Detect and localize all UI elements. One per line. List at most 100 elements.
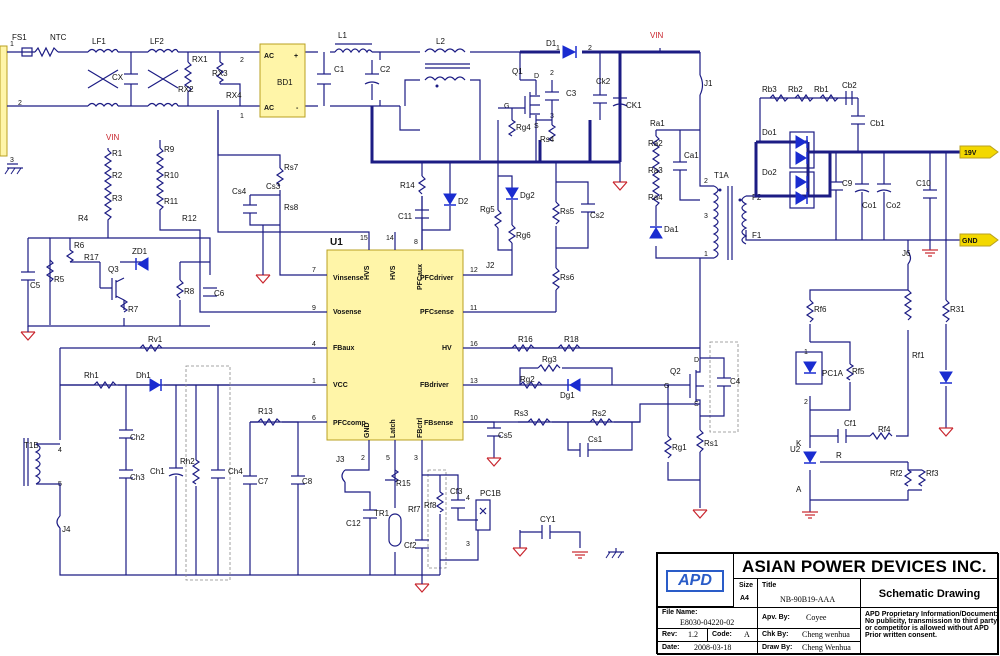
pin-num-9: 9 xyxy=(312,305,316,312)
label-da1: Da1 xyxy=(664,225,679,234)
label-rs7: Rs7 xyxy=(284,163,299,172)
label-d1: D1 xyxy=(546,39,557,48)
pin-hv: HV xyxy=(442,345,452,352)
bridge-bd1 xyxy=(259,43,306,118)
label-rs1: Rs1 xyxy=(704,439,719,448)
label-rf3: Rf3 xyxy=(926,469,939,478)
pin-t3: 3 xyxy=(704,213,708,220)
pin-fbaux: FBaux xyxy=(333,345,355,352)
label-rg3: Rg3 xyxy=(542,355,557,364)
draw-label: Draw By: xyxy=(762,644,793,651)
apv-value: Coyee xyxy=(806,613,827,622)
label-rg4: Rg4 xyxy=(516,123,531,132)
label-rg2: Rg2 xyxy=(520,375,535,384)
label-rs5: Rs5 xyxy=(560,207,575,216)
pin-q1s: S xyxy=(534,123,539,130)
label-r8: R8 xyxy=(184,287,195,296)
label-r6: R6 xyxy=(74,241,85,250)
label-r1: R1 xyxy=(112,149,123,158)
label-ck2: Ck2 xyxy=(596,77,611,86)
label-q1: Q1 xyxy=(512,67,523,76)
pin-pfcdriver: PFCdriver xyxy=(420,275,454,282)
label-fs1: FS1 xyxy=(12,33,27,42)
label-ch4: Ch4 xyxy=(228,467,243,476)
title-block: APD ASIAN POWER DEVICES INC. Size A4 Tit… xyxy=(656,552,999,655)
pin-num-13: 13 xyxy=(470,378,478,385)
pin-q1p2: 2 xyxy=(550,70,554,77)
label-c4: C4 xyxy=(730,377,741,386)
pin-q2d: D xyxy=(694,357,699,364)
label-lf2: LF2 xyxy=(150,37,164,46)
label-ch2: Ch2 xyxy=(130,433,145,442)
label-cs2: Cs2 xyxy=(590,211,605,220)
label-rf2: Rf2 xyxy=(890,469,903,478)
label-c5: C5 xyxy=(30,281,41,290)
label-u1: U1 xyxy=(330,237,343,248)
label-r18: R18 xyxy=(564,335,579,344)
code-cell: Code: A xyxy=(707,628,758,642)
label-c2: C2 xyxy=(380,65,391,74)
label-ra3: Ra3 xyxy=(648,166,663,175)
pin-num-15: 15 xyxy=(360,235,368,242)
pin-q1d: D xyxy=(534,73,539,80)
label-pc1a: PC1A xyxy=(822,369,844,378)
label-rf7: Rf7 xyxy=(408,505,421,514)
label-vin-left: VIN xyxy=(106,133,120,142)
rev-cell: Rev: 1.2 xyxy=(657,628,708,642)
label-cy1: CY1 xyxy=(540,515,556,524)
proprietary-line-3: or competitor is allowed without APD xyxy=(865,625,989,632)
label-r2: R2 xyxy=(112,171,123,180)
label-rs8: Rs8 xyxy=(284,203,299,212)
label-c3: C3 xyxy=(566,89,577,98)
pin-pfcsense: PFCsense xyxy=(420,309,454,316)
label-c9: C9 xyxy=(842,179,853,188)
pin-num-3: 3 xyxy=(414,455,418,462)
label-q2: Q2 xyxy=(670,367,681,376)
pin-t4: 4 xyxy=(58,447,62,454)
label-u2: U2 xyxy=(790,445,801,454)
label-rb3: Rb3 xyxy=(762,85,777,94)
pin-num-7: 7 xyxy=(312,267,316,274)
pin-num-6: 6 xyxy=(312,415,316,422)
pin-num-5: 5 xyxy=(386,455,390,462)
pin-fbctrl: FBctrl xyxy=(417,418,424,438)
label-bd1: BD1 xyxy=(277,78,293,87)
pin-tw2: 2 xyxy=(704,178,708,185)
label-ra4: Ra4 xyxy=(648,193,663,202)
label-cb1: Cb1 xyxy=(870,119,885,128)
pin-num-10: 10 xyxy=(470,415,478,422)
date-cell: Date: 2008-03-18 xyxy=(657,641,758,655)
apv-cell: Apv. By: Coyee xyxy=(757,607,861,629)
label-vin-top: VIN xyxy=(650,31,664,40)
pin-num-12: 12 xyxy=(470,267,478,274)
label-r10: R10 xyxy=(164,171,179,180)
ic-u1 xyxy=(326,249,464,441)
pin-tw1: 1 xyxy=(704,251,708,258)
label-j1: J1 xyxy=(704,79,713,88)
pin-d1b: 2 xyxy=(588,45,592,52)
apd-logo: APD xyxy=(666,570,724,592)
label-lf1: LF1 xyxy=(92,37,106,46)
pin-bdp2: 2 xyxy=(240,57,244,64)
label-do2: Do2 xyxy=(762,168,777,177)
label-rb2: Rb2 xyxy=(788,85,803,94)
label-r5: R5 xyxy=(54,275,65,284)
chk-label: Chk By: xyxy=(762,631,789,638)
pin-latch: Latch xyxy=(390,419,397,438)
pin-gnd: GND xyxy=(364,422,371,438)
label-tr1: TR1 xyxy=(374,509,390,518)
title-cell: Title NB-90B19-AAA xyxy=(757,578,861,608)
label-r3: R3 xyxy=(112,194,123,203)
label-r7: R7 xyxy=(128,305,139,314)
label-c8: C8 xyxy=(302,477,313,486)
label-j2: J2 xyxy=(486,261,495,270)
label-ch3: Ch3 xyxy=(130,473,145,482)
pin-num-11: 11 xyxy=(470,305,477,312)
label-rf4: Rf4 xyxy=(878,425,891,434)
code-value: A xyxy=(744,630,750,639)
label-cb2: Cb2 xyxy=(842,81,857,90)
label-do1: Do1 xyxy=(762,128,777,137)
draw-value: Cheng Wenhua xyxy=(802,643,851,652)
pin-q1g: G xyxy=(504,103,509,110)
